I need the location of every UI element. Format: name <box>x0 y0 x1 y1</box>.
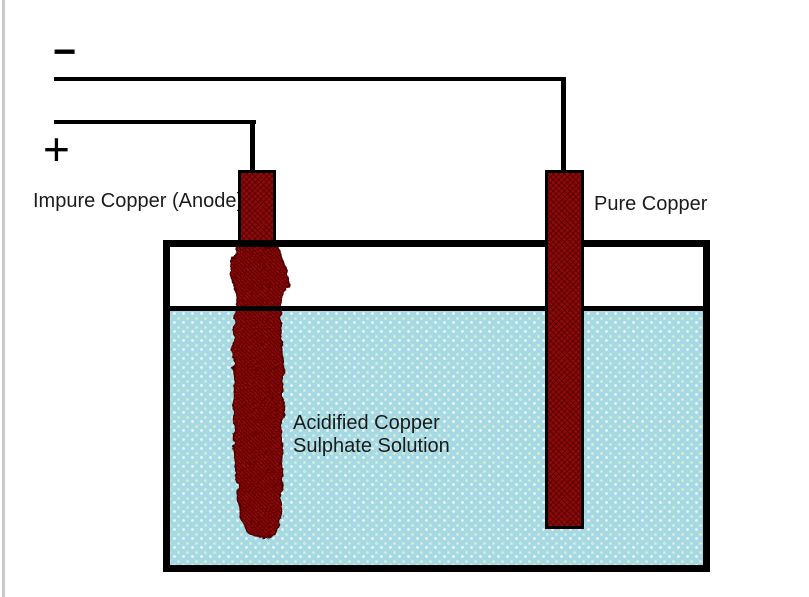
impure-copper-anode-stem <box>238 170 276 248</box>
positive-wire-horizontal <box>54 120 256 124</box>
anode-label: Impure Copper (Anode) <box>33 190 244 212</box>
negative-wire-horizontal <box>54 77 566 81</box>
positive-wire-vertical <box>250 120 255 173</box>
left-border-strip <box>2 0 5 597</box>
negative-wire-vertical <box>561 77 566 172</box>
positive-terminal-symbol: + <box>43 123 70 175</box>
pure-copper-cathode <box>545 170 584 529</box>
negative-terminal-symbol: − <box>53 30 77 74</box>
tank-outline <box>163 240 710 572</box>
solution-surface-line <box>166 306 704 311</box>
cathode-label: Pure Copper <box>594 193 708 215</box>
solution-label: Acidified Copper Sulphate Solution <box>293 412 450 457</box>
